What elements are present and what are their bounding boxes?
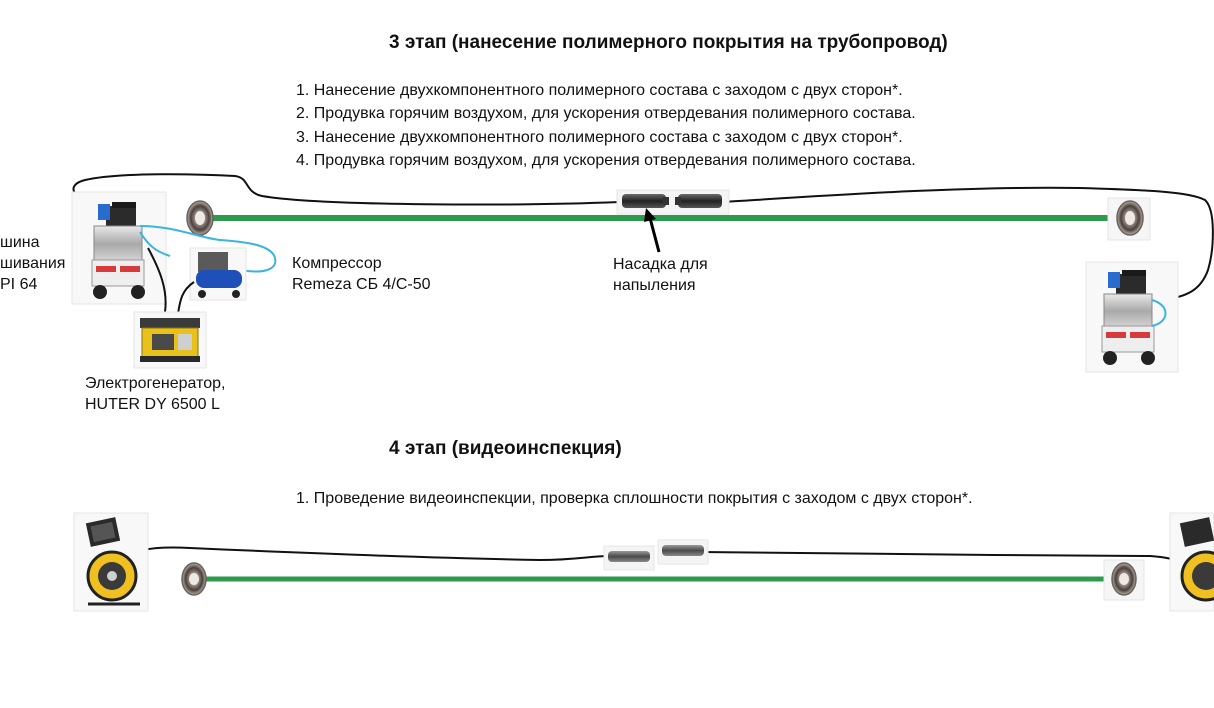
camera-head-icon [604, 546, 654, 570]
stage3-steps: 1. Нанесение двухкомпонентного полимерно… [296, 79, 916, 172]
stage3-step: 2. Продувка горячим воздухом, для ускоре… [296, 102, 916, 125]
machine-label-line: шивания [0, 253, 65, 274]
compressor-label-line: Компрессор [292, 253, 431, 274]
pipe-end-icon [187, 201, 213, 235]
machine-label-line: шина [0, 232, 65, 253]
pipe-end-icon [182, 563, 206, 595]
stage4-title: 4 этап (видеоинспекция) [389, 438, 622, 460]
stage3-title: 3 этап (нанесение полимерного покрытия н… [389, 32, 948, 54]
camera-head-icon [658, 540, 708, 564]
compressor-label-line: Remeza СБ 4/С-50 [292, 274, 431, 295]
machine-label-line: PI 64 [0, 274, 65, 295]
nozzle-label: Насадка для напыления [613, 254, 708, 296]
video-inspection-reel-icon [1170, 513, 1214, 611]
generator-icon [134, 312, 206, 368]
generator-label: Электрогенератор, HUTER DY 6500 L [85, 373, 225, 415]
compressor-label: Компрессор Remeza СБ 4/С-50 [292, 253, 431, 295]
generator-label-line: Электрогенератор, [85, 373, 225, 394]
pipe-end-icon [1108, 198, 1150, 240]
stage4-step: 1. Проведение видеоинспекции, проверка с… [296, 487, 973, 510]
compressor-icon [190, 248, 246, 300]
pipe-end-icon [1104, 560, 1144, 600]
generator-label-line: HUTER DY 6500 L [85, 394, 225, 415]
spraying-machine-icon [72, 192, 166, 304]
stage4-steps: 1. Проведение видеоинспекции, проверка с… [296, 487, 973, 510]
video-inspection-reel-icon [74, 513, 148, 611]
machine-label: шина шивания PI 64 [0, 232, 65, 295]
spray-nozzle-icon [617, 190, 729, 214]
nozzle-label-line: Насадка для [613, 254, 708, 275]
stage3-step: 1. Нанесение двухкомпонентного полимерно… [296, 79, 916, 102]
stage3-step: 4. Продувка горячим воздухом, для ускоре… [296, 149, 916, 172]
nozzle-label-line: напыления [613, 275, 708, 296]
nozzle-pointer-arrow [644, 208, 659, 252]
stage3-step: 3. Нанесение двухкомпонентного полимерно… [296, 126, 916, 149]
